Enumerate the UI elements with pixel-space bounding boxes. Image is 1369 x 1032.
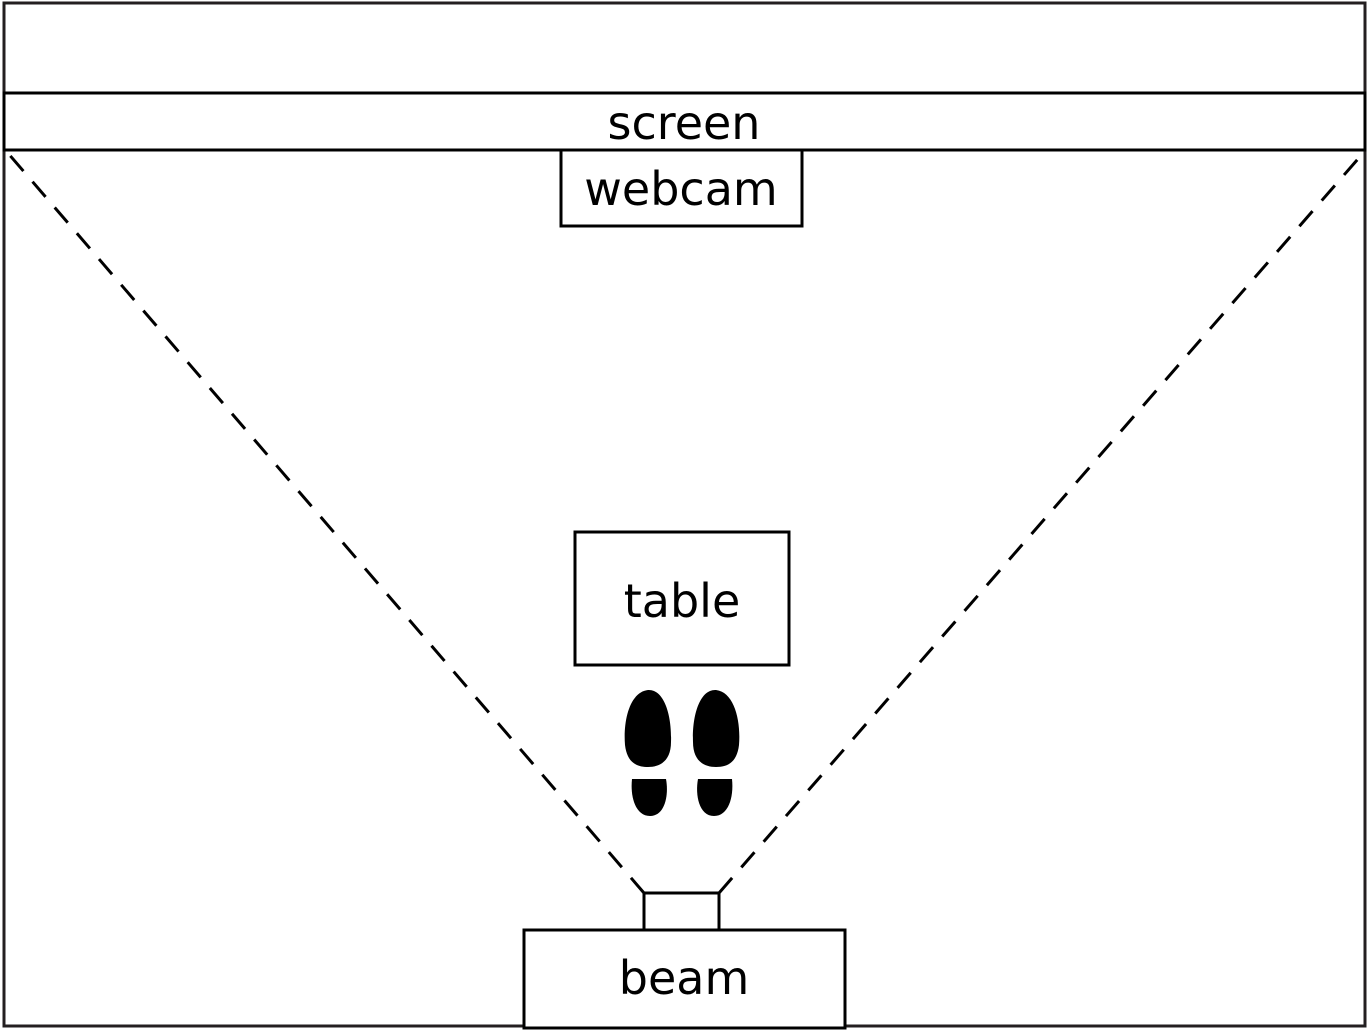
beam-label: beam (619, 951, 750, 1005)
projection-line-right (717, 151, 1366, 894)
beam-box (522, 928, 847, 1030)
projection-line-left (5, 151, 646, 894)
screen-label: screen (608, 96, 761, 150)
table-label: table (624, 574, 741, 628)
webcam-label: webcam (584, 162, 777, 216)
webcam-box (559, 148, 804, 228)
footprints-icon (624, 689, 740, 816)
beam-lens (642, 891, 721, 932)
table-box (573, 530, 791, 667)
